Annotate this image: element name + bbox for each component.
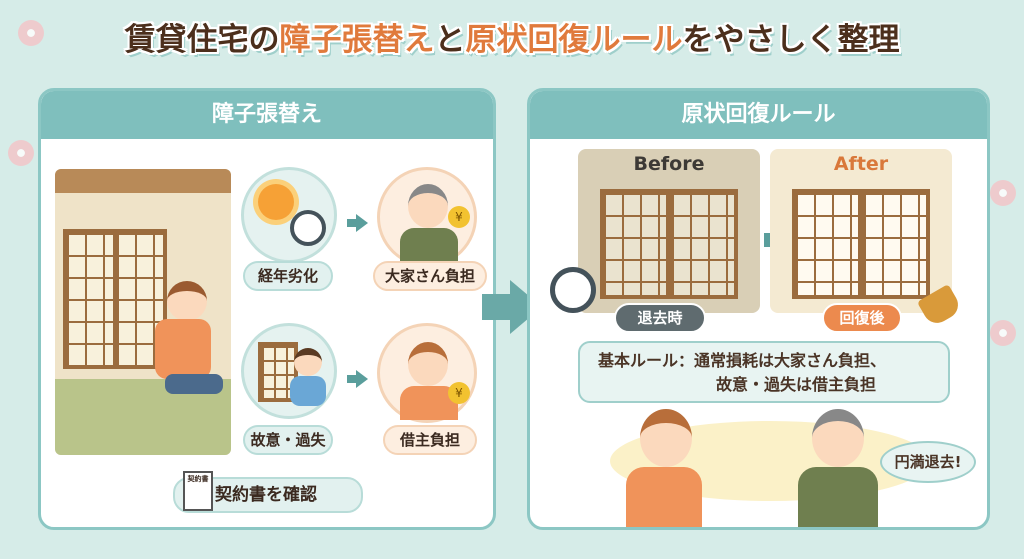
sakura-decoration bbox=[8, 140, 34, 166]
shoji-replacement-panel: 障子張替え 経年劣化 ¥ 大家さん負担 故意・過失 ¥ 借主負担 契約書 契約書… bbox=[38, 88, 496, 530]
speech-bubble: 円満退去! bbox=[880, 441, 976, 483]
room-illustration bbox=[55, 169, 231, 455]
tenant-figure bbox=[640, 409, 692, 467]
restoration-rules-panel: 原状回復ルール Before 退去時 After 回復後 基本ルール：通常損耗は… bbox=[527, 88, 990, 530]
move-out-tag: 退去時 bbox=[614, 303, 706, 333]
tenant-illustration: ¥ bbox=[377, 323, 477, 423]
landlord-figure bbox=[812, 409, 864, 467]
aging-bubble bbox=[241, 167, 337, 263]
contract-document-icon: 契約書 bbox=[183, 471, 213, 511]
basic-rule-bubble: 基本ルール：通常損耗は大家さん負担、 故意・過失は借主負担 bbox=[578, 341, 950, 403]
landlord-bears-label: 大家さん負担 bbox=[373, 261, 487, 291]
restored-tag: 回復後 bbox=[822, 303, 902, 333]
sakura-decoration bbox=[990, 180, 1016, 206]
clock-icon bbox=[290, 210, 326, 246]
negligence-label: 故意・過失 bbox=[243, 425, 333, 455]
big-arrow-icon bbox=[482, 294, 512, 320]
arrow-icon bbox=[356, 370, 368, 388]
page-title: 賃貸住宅の障子張替えと原状回復ルールをやさしく整理 bbox=[124, 22, 900, 58]
after-image: After bbox=[770, 149, 952, 313]
arrow-icon bbox=[356, 214, 368, 232]
damage-bubble bbox=[241, 323, 337, 419]
sun-icon bbox=[258, 184, 294, 220]
yen-icon: ¥ bbox=[448, 382, 470, 404]
tenant-bears-label: 借主負担 bbox=[383, 425, 477, 455]
sakura-decoration bbox=[990, 320, 1016, 346]
before-image: Before bbox=[578, 149, 760, 313]
check-contract-label: 契約書 契約書を確認 bbox=[173, 471, 363, 513]
panel-header: 障子張替え bbox=[41, 91, 493, 139]
sakura-decoration bbox=[18, 20, 44, 46]
panel-header: 原状回復ルール bbox=[530, 91, 987, 139]
clock-icon bbox=[550, 267, 596, 313]
aging-label: 経年劣化 bbox=[243, 261, 333, 291]
landlord-illustration: ¥ bbox=[377, 167, 477, 267]
yen-icon: ¥ bbox=[448, 206, 470, 228]
